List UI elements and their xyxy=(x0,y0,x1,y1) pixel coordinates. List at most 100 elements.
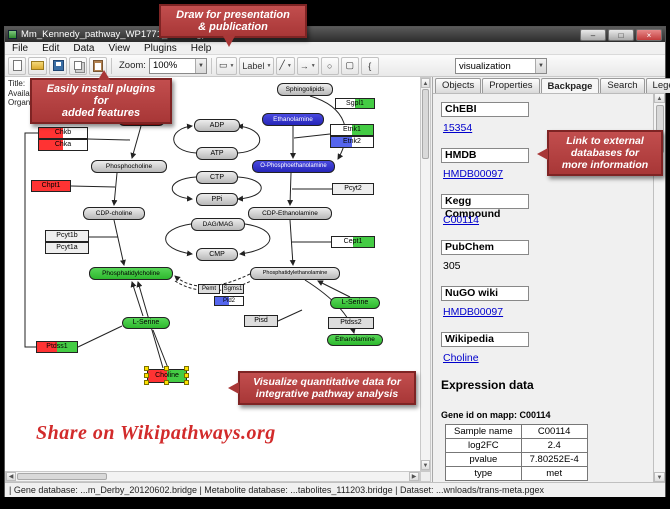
node-phosphocholine[interactable]: Phosphocholine xyxy=(91,160,167,173)
node-cdp-ethanolamine[interactable]: CDP-Ethanolamine xyxy=(248,207,332,220)
scroll-down-icon[interactable]: ▼ xyxy=(421,460,430,470)
tab-properties[interactable]: Properties xyxy=(482,78,540,93)
node-l-serine-right[interactable]: L-Serine xyxy=(330,297,380,309)
visualization-combobox[interactable]: visualization ▼ xyxy=(455,58,547,74)
label-tool[interactable]: Label▼ xyxy=(239,56,275,75)
backpage-link[interactable]: HMDB00097 xyxy=(443,168,504,180)
node-atp[interactable]: ATP xyxy=(196,147,238,160)
status-text: | Gene database: ...m_Derby_20120602.bri… xyxy=(9,485,545,495)
node-phosphatidylethanolamine[interactable]: Phosphatidylethanolamine xyxy=(250,267,340,280)
canvas-vertical-scrollbar[interactable]: ▲ ▼ xyxy=(420,77,431,471)
rect-tool[interactable]: ▢ xyxy=(340,56,359,75)
node-o-phosphoethanolamine[interactable]: O-Phosphoethanolamine xyxy=(252,160,335,173)
backpage-link[interactable]: C00114 xyxy=(443,214,480,226)
title-bar[interactable]: Mm_Kennedy_pathway_WP1771_45176.gpml – □… xyxy=(5,27,665,42)
node-sphingolipids[interactable]: Sphingolipids xyxy=(277,83,333,96)
node-pemt[interactable]: Pemt xyxy=(198,284,220,294)
canvas-horizontal-scrollbar[interactable]: ◀ ▶ xyxy=(5,471,420,482)
pathway-organism-label: Organism: xyxy=(8,98,45,107)
node-dag-mag[interactable]: DAG/MAG xyxy=(191,218,245,231)
connector-tool-icon: → xyxy=(299,60,309,71)
menu-plugins[interactable]: Plugins xyxy=(143,42,177,54)
connector-tool[interactable]: →▼ xyxy=(296,56,319,75)
chevron-down-icon[interactable]: ▼ xyxy=(194,58,206,73)
selection-handle[interactable] xyxy=(184,373,189,378)
selection-handle[interactable] xyxy=(144,373,149,378)
node-l-serine-left[interactable]: L-Serine xyxy=(122,317,170,329)
zoom-combobox[interactable]: 100% ▼ xyxy=(148,57,207,74)
node-cdp-choline[interactable]: CDP-choline xyxy=(83,207,145,220)
menu-view[interactable]: View xyxy=(108,42,130,54)
tab-backpage[interactable]: Backpage xyxy=(540,78,600,93)
backpage-link[interactable]: HMDB00097 xyxy=(443,306,504,318)
scrollbar-thumb[interactable] xyxy=(17,473,107,480)
line-tool[interactable]: ╱▼ xyxy=(276,56,295,75)
chevron-down-icon[interactable]: ▼ xyxy=(535,59,546,73)
brace-tool[interactable]: { xyxy=(360,56,379,75)
scroll-up-icon[interactable]: ▲ xyxy=(421,78,430,88)
scroll-up-icon[interactable]: ▲ xyxy=(654,93,665,103)
close-button[interactable]: × xyxy=(636,28,662,41)
node-etnk1[interactable]: Etnk1 xyxy=(330,124,374,136)
save-button[interactable] xyxy=(49,56,67,75)
scrollbar-corner xyxy=(420,471,431,482)
selection-handle[interactable] xyxy=(184,380,189,385)
node-cept1[interactable]: Cept1 xyxy=(331,236,375,248)
selection-handle[interactable] xyxy=(144,380,149,385)
callout-line: Link to external xyxy=(566,135,644,147)
node-etnk2[interactable]: Etnk2 xyxy=(330,136,374,148)
node-ctp[interactable]: CTP xyxy=(196,171,238,184)
scroll-left-icon[interactable]: ◀ xyxy=(6,472,16,481)
selection-handle[interactable] xyxy=(164,380,169,385)
maximize-button[interactable]: □ xyxy=(608,28,634,41)
node-phosphatidylcholine[interactable]: Phosphatidylcholine xyxy=(89,267,173,280)
menu-data[interactable]: Data xyxy=(73,42,95,54)
selection-handle[interactable] xyxy=(164,366,169,371)
scrollbar-thumb[interactable] xyxy=(422,89,429,159)
node-pisd[interactable]: Pisd xyxy=(244,315,278,327)
node-sgpl1[interactable]: Sgpl1 xyxy=(335,98,375,109)
backpage-link[interactable]: Choline xyxy=(443,352,479,364)
node-pcyt1b[interactable]: Pcyt1b xyxy=(45,230,89,242)
node-chkb[interactable]: Chkb xyxy=(38,127,88,139)
new-button[interactable] xyxy=(8,56,26,75)
node-ethanolamine-bottom[interactable]: Ethanolamine xyxy=(327,334,383,346)
backpage-value: 305 xyxy=(443,260,461,272)
node-pcyt1a[interactable]: Pcyt1a xyxy=(45,242,89,254)
backpage-link[interactable]: 15354 xyxy=(443,122,473,134)
scroll-down-icon[interactable]: ▼ xyxy=(654,472,665,482)
datanode-tool[interactable]: ▭▼ xyxy=(215,56,238,75)
minimize-button[interactable]: – xyxy=(580,28,606,41)
node-sgms1[interactable]: Sgms1 xyxy=(222,284,244,294)
pathway-canvas[interactable]: Title: Availability: Organism: Sphingoli… xyxy=(5,77,420,471)
selection-handle[interactable] xyxy=(184,366,189,371)
tab-search[interactable]: Search xyxy=(600,78,645,93)
node-pcyt2[interactable]: Pcyt2 xyxy=(332,183,374,195)
node-chka[interactable]: Chka xyxy=(38,139,88,151)
node-ptdss2[interactable]: Ptdss2 xyxy=(328,317,374,329)
menu-file[interactable]: File xyxy=(12,42,29,54)
menu-edit[interactable]: Edit xyxy=(42,42,60,54)
node-pld2[interactable]: Pld2 xyxy=(214,296,244,306)
tab-objects[interactable]: Objects xyxy=(435,78,482,93)
scroll-right-icon[interactable]: ▶ xyxy=(409,472,419,481)
copy-button[interactable] xyxy=(69,56,87,75)
open-button[interactable] xyxy=(28,56,47,75)
node-chpt1[interactable]: Chpt1 xyxy=(31,180,71,192)
callout-install-plugins: Easily install plugins for added feature… xyxy=(30,70,172,124)
node-cmp[interactable]: CMP xyxy=(196,248,238,261)
node-ppi[interactable]: PPi xyxy=(196,193,238,206)
node-ptdss1[interactable]: Ptdss1 xyxy=(36,341,78,353)
node-adp[interactable]: ADP xyxy=(194,119,240,132)
pathway-edge xyxy=(173,123,197,154)
selection-handle[interactable] xyxy=(144,366,149,371)
menu-help[interactable]: Help xyxy=(190,42,212,54)
pathway-edge xyxy=(289,219,296,266)
oval-tool[interactable]: ○ xyxy=(320,56,339,75)
tab-legend[interactable]: Legend xyxy=(645,78,670,93)
node-ethanolamine-top[interactable]: Ethanolamine xyxy=(262,113,324,126)
backpage-header: Kegg Compound xyxy=(441,194,529,220)
